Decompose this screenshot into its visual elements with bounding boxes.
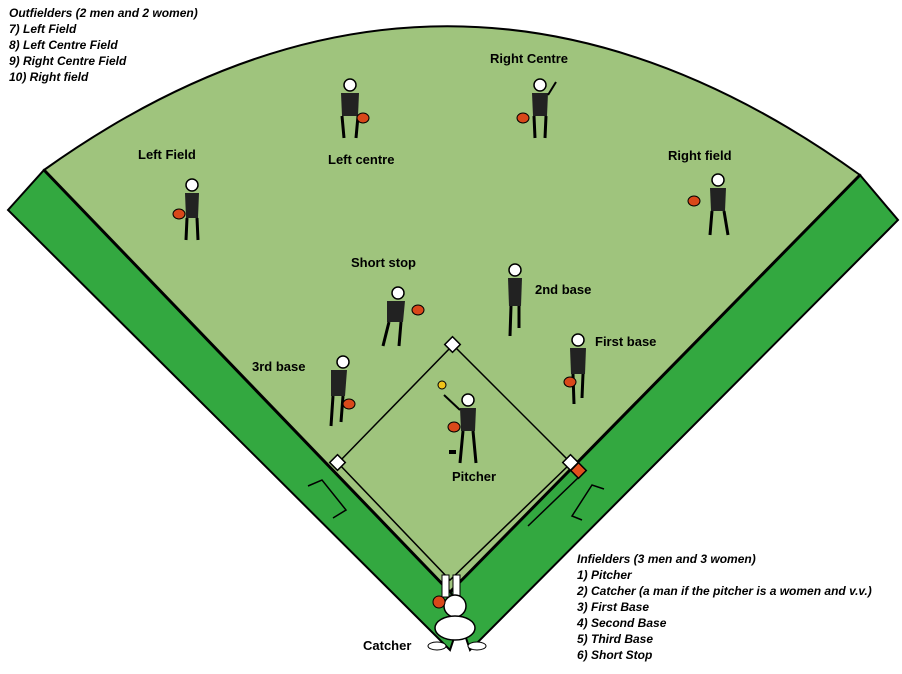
player-figure [687, 173, 730, 236]
player-figure [381, 286, 425, 347]
player-figure [340, 78, 370, 139]
label-left-field: Left Field [138, 147, 196, 162]
infielders-note: Infielders (3 men and 3 women) 1) Pitche… [577, 551, 872, 663]
player-figure [516, 78, 557, 139]
infielders-heading: Infielders (3 men and 3 women) [577, 552, 756, 566]
label-right-centre: Right Centre [490, 51, 568, 66]
player-figure [329, 355, 356, 427]
third-base [328, 453, 347, 472]
right-coach-box [570, 484, 605, 521]
label-left-centre: Left centre [328, 152, 394, 167]
pitcher-figure [437, 380, 478, 464]
outfielders-note: Outfielders (2 men and 2 women) 7) Left … [9, 5, 198, 85]
pitcher-rubber [449, 450, 456, 454]
outfielders-item: 9) Right Centre Field [9, 54, 127, 68]
outfielders-item: 8) Left Centre Field [9, 38, 118, 52]
left-foul-line [42, 168, 452, 594]
infielders-item: 2) Catcher (a man if the pitcher is a wo… [577, 584, 872, 598]
infield-diamond [336, 343, 573, 582]
infielders-item: 3) First Base [577, 600, 650, 614]
infielders-item: 1) Pitcher [577, 568, 632, 582]
second-base [443, 335, 462, 354]
fair-territory [42, 25, 862, 594]
player-figure [508, 263, 522, 337]
player-figure [172, 178, 200, 241]
label-catcher: Catcher [363, 638, 411, 653]
outfielders-heading: Outfielders (2 men and 2 women) [9, 6, 198, 20]
label-right-field: Right field [668, 148, 732, 163]
first-base-double-bag [569, 461, 588, 480]
batter-box-right [452, 574, 461, 598]
infielders-item: 5) Third Base [577, 632, 654, 646]
left-coach-box [307, 479, 348, 519]
label-second-base: 2nd base [535, 282, 591, 297]
label-third-base: 3rd base [252, 359, 305, 374]
right-foul-line [448, 173, 862, 594]
catcher-figure [427, 594, 487, 651]
first-base-line-extension [527, 475, 581, 527]
label-first-base: First base [595, 334, 656, 349]
player-figure [563, 333, 586, 405]
infielders-item: 6) Short Stop [577, 648, 653, 662]
label-pitcher: Pitcher [452, 469, 496, 484]
outfielders-item: 7) Left Field [9, 22, 77, 36]
batter-box-left [441, 574, 450, 598]
label-short-stop: Short stop [351, 255, 416, 270]
outfielders-item: 10) Right field [9, 70, 89, 84]
infielders-item: 4) Second Base [577, 616, 667, 630]
